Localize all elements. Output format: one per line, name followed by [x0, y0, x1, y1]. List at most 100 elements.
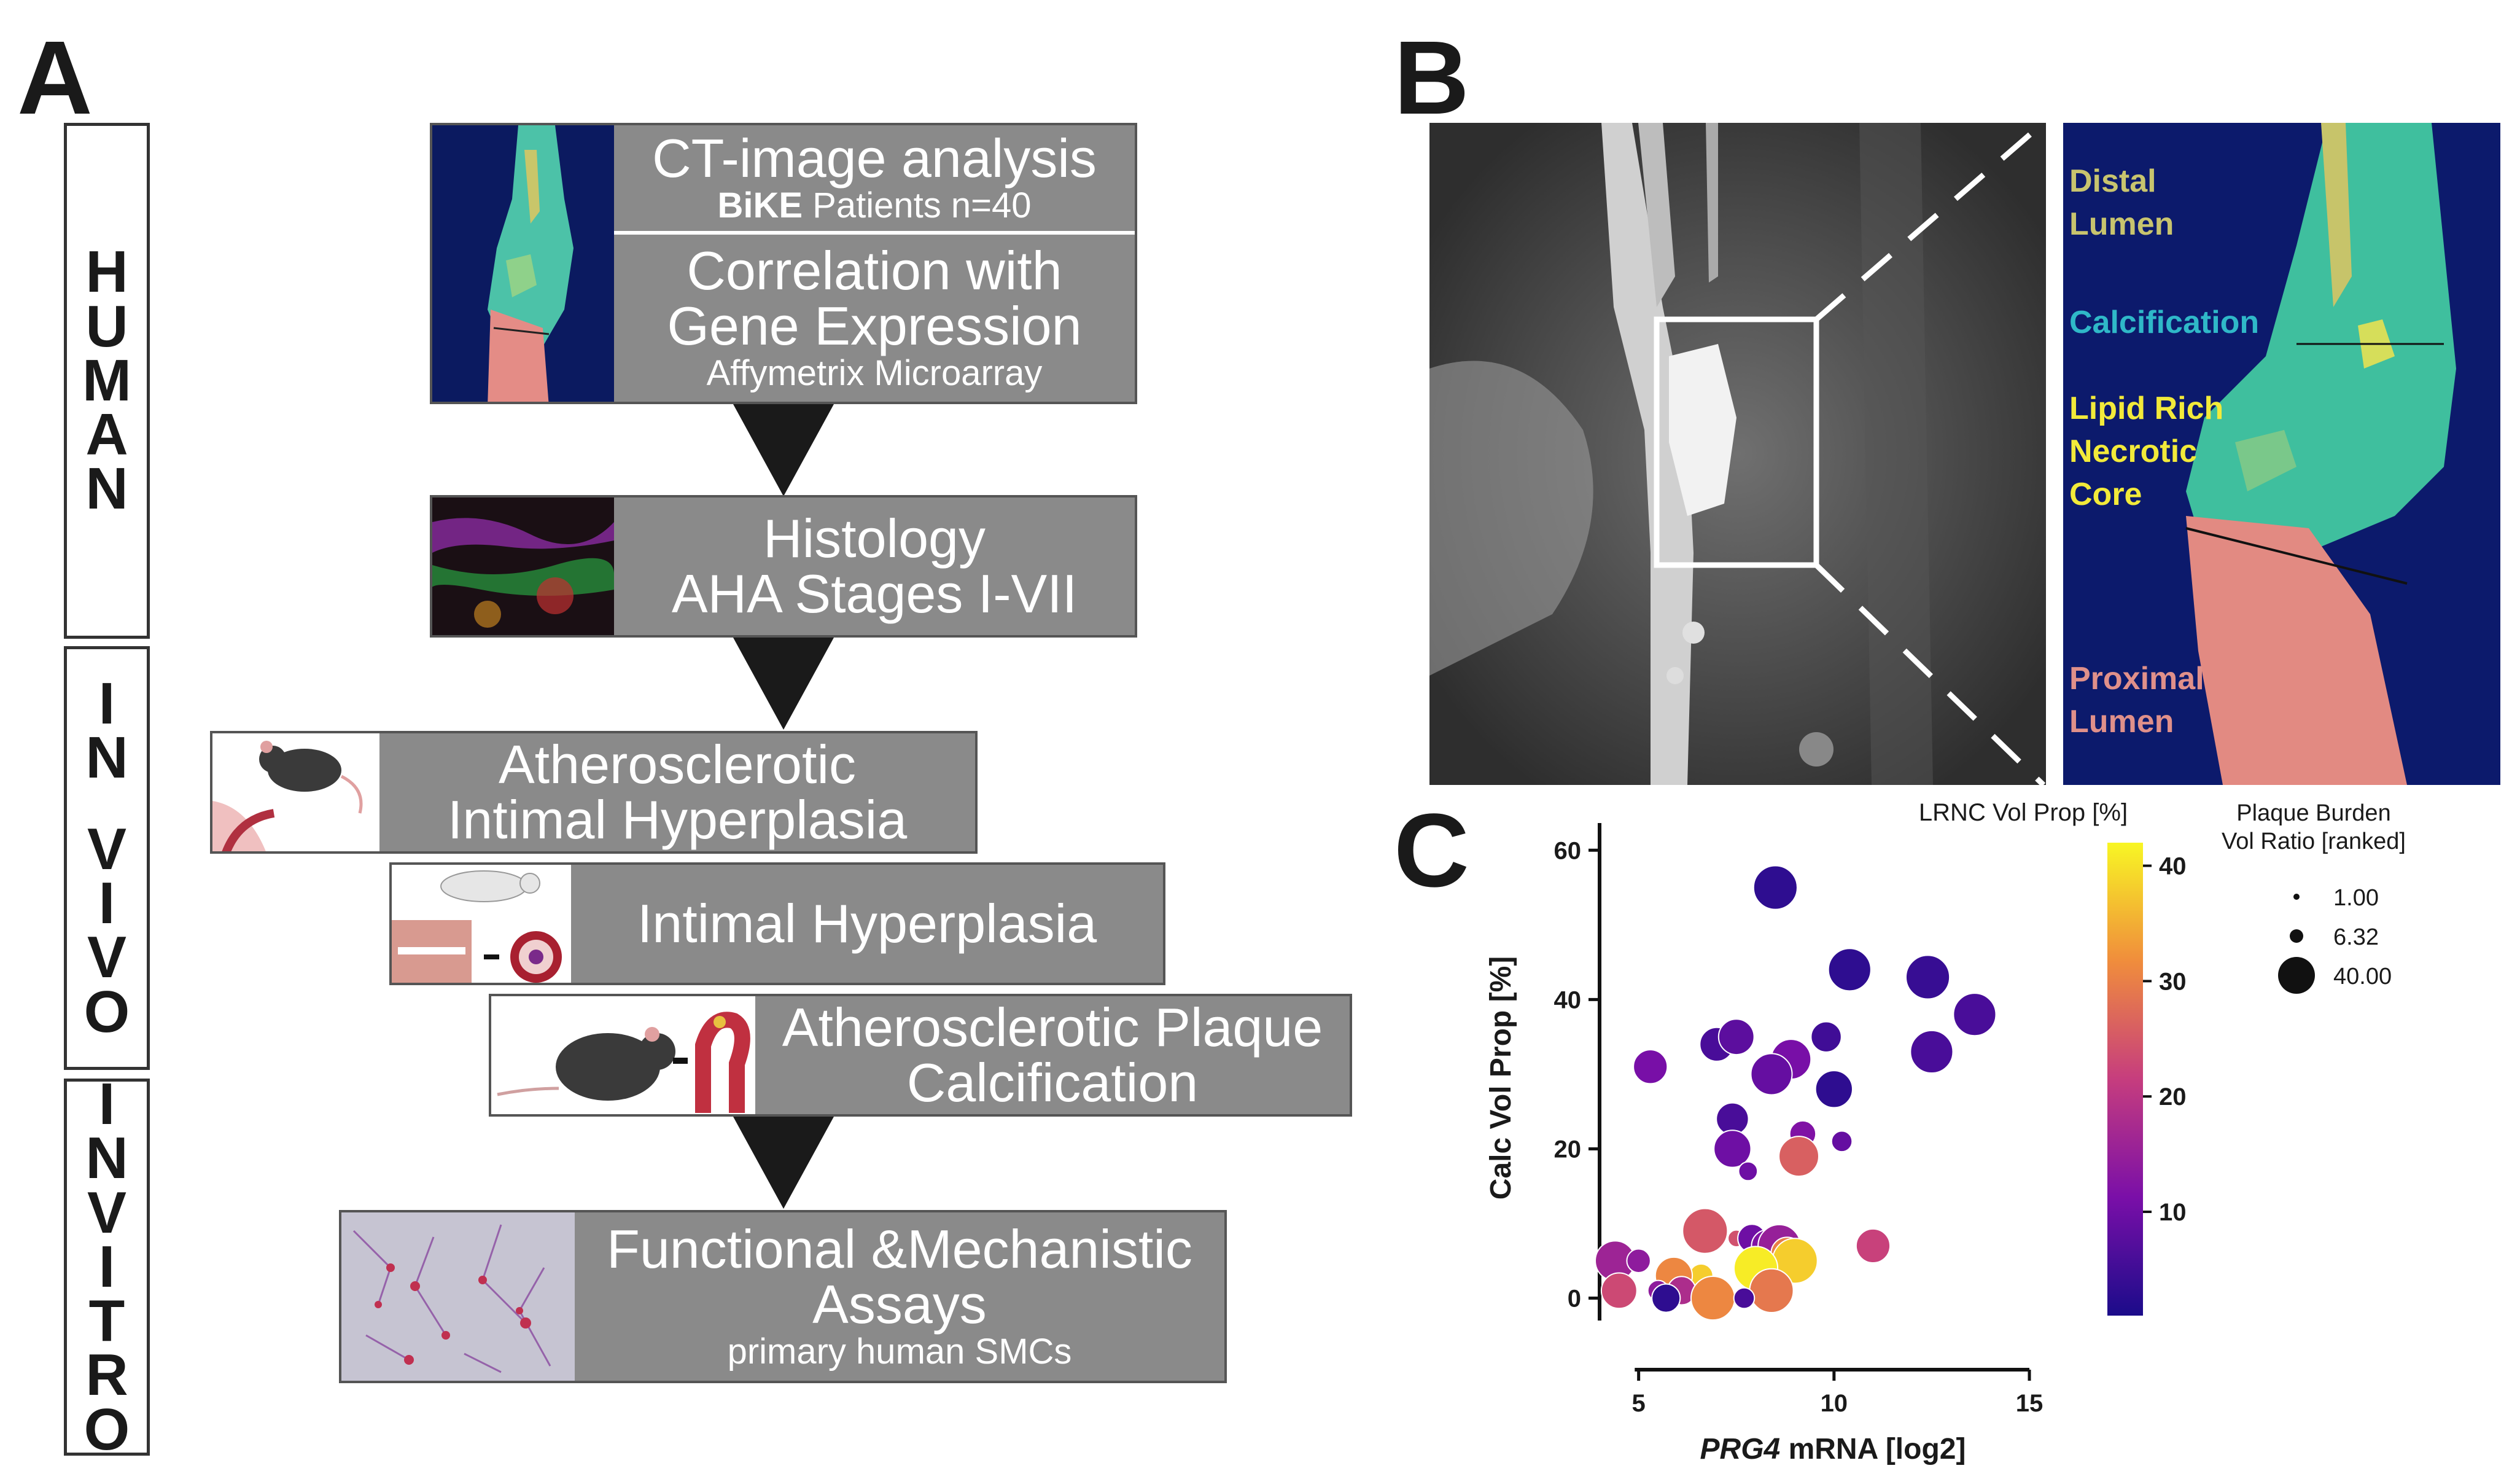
scatter-point [1855, 1228, 1891, 1264]
scatter-point [1810, 1021, 1842, 1053]
ct-rendering-image [432, 125, 614, 402]
plaque-calc-line2: Calcification [906, 1052, 1199, 1113]
side-letter: N [85, 725, 128, 791]
athero-ih-line1: Atherosclerotic [498, 734, 856, 795]
patients-label: Patients n=40 [803, 185, 1032, 225]
side-label-human: H U M A N [64, 123, 150, 639]
label-line: Proximal [2069, 661, 2204, 697]
scatter-point [1752, 865, 1798, 910]
distal-lumen-label: Distal Lumen [2069, 160, 2174, 246]
label-line: Calcification [2069, 305, 2260, 340]
size-legend-title-line2: Vol Ratio [ranked] [2222, 829, 2406, 854]
side-letter: I [98, 1071, 115, 1137]
functional-assays-box: Functional &Mechanistic Assays primary h… [339, 1210, 1227, 1383]
label-line: Core [2069, 477, 2142, 513]
colorbar-tick-label: 10 [2159, 1199, 2187, 1226]
scatter-point [1682, 1208, 1729, 1254]
smc-culture-image [341, 1212, 575, 1381]
scatter-point [1651, 1283, 1681, 1313]
scatter-point [1738, 1161, 1759, 1182]
scatter-point [1626, 1248, 1651, 1273]
aha-stages-label: AHA Stages I-VII [671, 563, 1078, 624]
functional-line1: Functional &Mechanistic [607, 1219, 1192, 1280]
y-tick-label: 20 [1554, 1136, 1582, 1163]
size-legend-title-line1: Plaque Burden [2236, 800, 2390, 826]
side-letter: V [87, 816, 127, 882]
side-letter: I [98, 671, 115, 737]
scatter-point [1814, 1070, 1853, 1109]
label-line: Lumen [2069, 206, 2174, 243]
histology-box: Histology AHA Stages I-VII [430, 495, 1137, 638]
athero-intimal-hyperplasia-box: Atherosclerotic Intimal Hyperplasia [210, 731, 978, 854]
side-letter: H [85, 239, 128, 305]
scatter-point [1905, 954, 1951, 1000]
histology-title: Histology [763, 508, 986, 569]
x-axis-label-rest: mRNA [log2] [1780, 1433, 1966, 1465]
rat-vessel-image [392, 865, 571, 983]
side-letter: I [98, 870, 115, 936]
side-letter: N [85, 456, 128, 522]
scatter-point [1600, 1272, 1638, 1309]
primary-smcs-label: primary human SMCs [727, 1331, 1072, 1372]
side-label-in-vitro: I N V I T R O [64, 1071, 150, 1462]
x-axis-label-gene: PRG4 [1700, 1433, 1781, 1465]
color-bar [2107, 843, 2143, 1316]
panel-c-letter: C [1394, 792, 1469, 909]
side-letter: N [85, 1125, 128, 1192]
side-letter: A [85, 402, 128, 468]
flow-arrow [733, 638, 834, 730]
athero-ih-line2: Intimal Hyperplasia [447, 789, 908, 850]
size-legend-marker [2290, 929, 2303, 943]
colorbar-tick-label: 40 [2159, 853, 2187, 880]
intimal-hyperplasia-box: Intimal Hyperplasia [389, 862, 1165, 985]
scatter-point [1778, 1136, 1819, 1177]
side-letter: R [85, 1342, 128, 1408]
scatter-point [1910, 1029, 1954, 1074]
label-line: Lipid Rich [2069, 391, 2224, 426]
side-label-in-vivo: I N V I V O [64, 646, 150, 1070]
lrnc-label: Lipid Rich Necrotic Core [2069, 387, 2223, 517]
flow-arrow [733, 1117, 834, 1209]
side-letter: O [84, 978, 130, 1045]
ct-analysis-title: CT-image analysis [652, 128, 1097, 189]
functional-line2: Assays [812, 1274, 987, 1335]
x-tick-label: 10 [1821, 1390, 1848, 1417]
ct-correlation-box: CT-image analysis BiKE Patients n=40 Cor… [430, 123, 1137, 404]
colorbar-tick-label: 30 [2159, 968, 2187, 995]
ct-angiography-image [1429, 123, 2046, 785]
label-line: Necrotic [2069, 434, 2198, 470]
size-legend-value: 1.00 [2333, 885, 2379, 911]
size-legend-marker [2293, 894, 2300, 900]
colorbar-tick-label: 20 [2159, 1083, 2187, 1110]
plaque-3d-rendering: Distal Lumen Calcification Lipid Rich Ne… [2063, 123, 2500, 785]
histology-image [432, 498, 614, 635]
panel-a-letter: A [17, 20, 93, 136]
calcification-label: Calcification [2069, 301, 2259, 344]
proximal-lumen-label: Proximal Lumen [2069, 657, 2204, 743]
y-tick-label: 60 [1554, 837, 1582, 864]
plaque-calcification-box: Atherosclerotic Plaque Calcification [489, 994, 1352, 1117]
side-letter: O [84, 1396, 130, 1462]
scatter-point [1953, 993, 1997, 1037]
side-letter: V [87, 924, 127, 991]
color-legend-title: LRNC Vol Prop [%] [1919, 799, 2128, 826]
side-letter: T [88, 1288, 125, 1354]
scatter-point [1830, 1130, 1853, 1153]
scatter-point [1690, 1275, 1736, 1321]
intimal-hyperplasia-title: Intimal Hyperplasia [637, 893, 1097, 954]
panel-b-letter: B [1394, 20, 1469, 136]
scatter-point [1713, 1130, 1752, 1168]
scatter-point [1750, 1053, 1793, 1096]
size-legend-value: 40.00 [2333, 964, 2392, 989]
label-line: Distal [2069, 163, 2156, 199]
y-tick-label: 0 [1568, 1286, 1581, 1313]
scatter-point [1717, 1018, 1755, 1056]
bike-label: BiKE [717, 185, 803, 225]
y-axis-label: Calc Vol Prop [%] [1485, 956, 1517, 1200]
scatter-point [1749, 1268, 1794, 1313]
side-letter: I [98, 1233, 115, 1300]
size-legend-value: 6.32 [2333, 924, 2379, 950]
mouse-aorta-image [491, 996, 755, 1114]
x-axis-label: PRG4 mRNA [log2] [1700, 1433, 1966, 1465]
